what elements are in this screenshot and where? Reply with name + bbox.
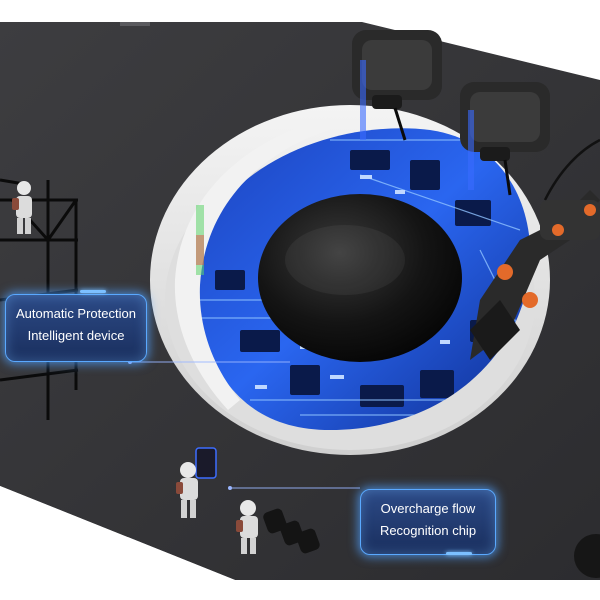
camera-drone-right xyxy=(460,82,550,196)
astronaut-figure xyxy=(12,181,32,234)
astronaut-with-tablet xyxy=(176,447,217,518)
camera-drone-left xyxy=(352,30,442,141)
callout-chip-line2: Recognition chip xyxy=(379,523,477,538)
robot-arm xyxy=(470,190,600,360)
callout-left-bracket xyxy=(80,290,106,293)
callout-automatic-protection: Automatic Protection Intelligent device xyxy=(5,294,147,362)
round-object xyxy=(574,534,600,578)
callout-protection-line2: Intelligent device xyxy=(27,328,125,343)
battery-cells xyxy=(263,508,320,554)
astronaut-standing xyxy=(236,500,258,554)
callout-right-bracket xyxy=(446,552,472,555)
charging-disc xyxy=(258,194,462,362)
callout-protection-line1: Automatic Protection xyxy=(16,306,136,321)
callout-overcharge-chip: Overcharge flow Recognition chip xyxy=(360,489,496,555)
callout-chip-line1: Overcharge flow xyxy=(380,501,476,516)
